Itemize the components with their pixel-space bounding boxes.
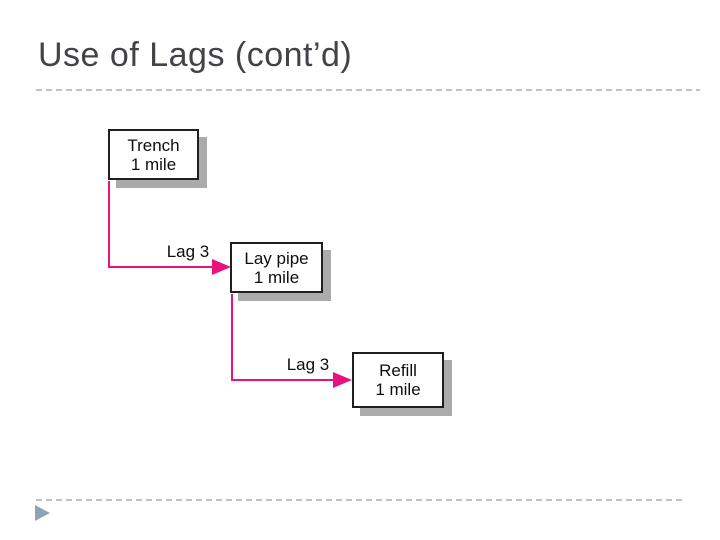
- node-refill-duration: 1 mile: [375, 380, 421, 399]
- connector-laypipe-refill-vertical: [231, 294, 233, 380]
- connector-trench-laypipe-vertical: [108, 181, 110, 267]
- lag-label-2: Lag 3: [286, 355, 330, 374]
- play-triangle-icon: [35, 505, 50, 521]
- node-refill: Refill 1 mile: [352, 352, 444, 408]
- page-title: Use of Lags (cont’d): [38, 36, 353, 74]
- node-trench-duration: 1 mile: [130, 154, 177, 174]
- node-trench: Trench 1 mile: [108, 129, 199, 180]
- arrowhead-right-icon: [333, 372, 352, 388]
- connector-trench-laypipe-horizontal: [108, 266, 213, 268]
- node-lay-pipe-label: Lay pipe: [244, 248, 309, 268]
- lag-label-1: Lag 3: [166, 242, 210, 261]
- connector-laypipe-refill-horizontal: [231, 379, 334, 381]
- title-divider: [36, 89, 700, 91]
- arrowhead-right-icon: [212, 259, 231, 275]
- node-lay-pipe: Lay pipe 1 mile: [230, 242, 323, 293]
- node-lay-pipe-duration: 1 mile: [253, 267, 300, 287]
- node-trench-label: Trench: [127, 135, 180, 155]
- node-refill-label: Refill: [379, 361, 417, 380]
- footer-divider: [36, 499, 686, 501]
